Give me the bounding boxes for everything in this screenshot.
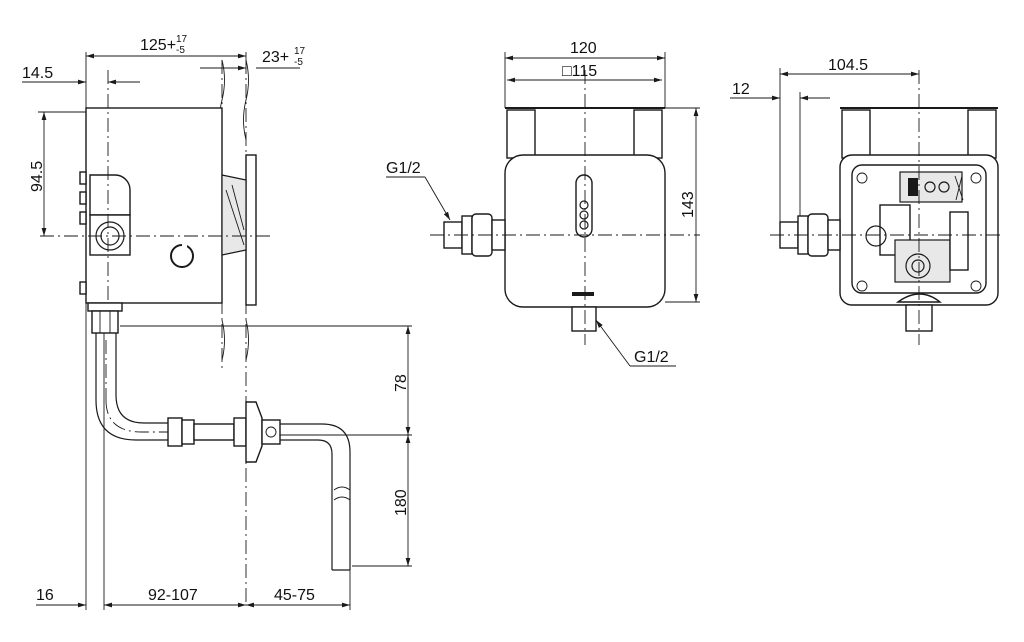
sensor-dot-3 — [579, 220, 589, 230]
rear-view: 104.5 12 — [730, 57, 1000, 345]
pipe-fitting-3 — [233, 417, 247, 447]
screw-hole — [970, 172, 982, 184]
trap-pipe-inner — [280, 439, 333, 570]
dim-top-width: 125+ — [140, 37, 176, 54]
pipe-fitting — [167, 417, 183, 447]
tab — [79, 281, 87, 295]
component-dial — [865, 225, 887, 247]
valve-housing — [89, 174, 131, 216]
flange-nut-circle — [265, 426, 277, 438]
wall-flange — [245, 401, 263, 463]
valve-circle-inner — [911, 259, 925, 273]
dim-pipe-78: 78 — [393, 374, 410, 392]
leader-outlet-arrow — [595, 319, 631, 367]
terminal — [908, 178, 918, 196]
sensor-dot-2 — [579, 210, 589, 220]
front-plate — [245, 154, 257, 306]
wall-break-3 — [221, 319, 225, 361]
outlet-nut — [91, 310, 119, 334]
dim-rear-width: 104.5 — [828, 57, 868, 74]
rear-frame-leg-right — [967, 109, 997, 159]
sensor-slot — [575, 174, 593, 238]
dim-front-width: 120 — [570, 40, 597, 57]
dim-height: 94.5 — [29, 161, 46, 192]
solenoid-valve — [894, 239, 951, 283]
pipe-center-bend — [105, 399, 180, 433]
screw-hole — [856, 172, 868, 184]
pipe-fitting-2 — [181, 419, 195, 445]
pipe-outer — [95, 333, 170, 441]
dim-front-height: 143 — [680, 191, 697, 218]
dim-top-wall: 23+ — [262, 49, 289, 66]
frame-leg-right — [633, 109, 663, 159]
sensor-gap — [182, 244, 187, 250]
thread-inlet-label: G1/2 — [386, 160, 421, 177]
front-view: 120 □115 143 G1/2 G1/2 — [386, 40, 700, 367]
component-right — [949, 211, 969, 271]
outlet-stub — [571, 306, 597, 332]
dim-front-square: □115 — [562, 63, 597, 80]
tab — [79, 211, 87, 225]
side-view: 125+ 17 -5 23+ 17 -5 14.5 94.5 78 180 16 — [22, 34, 412, 610]
screw-hole — [856, 280, 868, 292]
tab — [79, 171, 87, 185]
wall-break-4 — [245, 319, 249, 361]
dim-bottom-92-107: 92-107 — [148, 587, 198, 604]
tab — [79, 191, 87, 205]
pipe-break — [333, 486, 351, 501]
screw-hole — [970, 280, 982, 292]
outlet-nut-top — [87, 302, 123, 312]
dim-top-width-tol-upper: 17 — [176, 34, 188, 45]
dim-left-offset: 14.5 — [22, 65, 53, 82]
dim-top-wall-tol-upper: 17 — [294, 46, 306, 57]
bracket-line-2 — [231, 184, 245, 231]
indicator-bar — [572, 292, 594, 296]
dim-rear-offset: 12 — [732, 81, 750, 98]
dim-top-width-tol-lower: -5 — [176, 45, 185, 56]
terminal-wires — [954, 175, 964, 201]
frame-leg-left — [506, 109, 536, 159]
terminal-screw — [938, 181, 950, 193]
pipe-inner — [115, 333, 170, 424]
dim-bottom-45-75: 45-75 — [274, 587, 315, 604]
terminal-screw — [924, 181, 936, 193]
rear-frame-leg-left — [841, 109, 871, 159]
sensor-dot — [579, 200, 589, 210]
dim-top-wall-tol-lower: -5 — [294, 57, 303, 68]
flange-nut — [261, 419, 281, 445]
valve-circle — [905, 253, 931, 279]
trap-pipe-outer — [280, 423, 351, 570]
pipe-sleeve — [193, 423, 235, 441]
leader-inlet-arrow — [424, 176, 451, 221]
dim-pipe-180: 180 — [393, 489, 410, 516]
dim-bottom-16: 16 — [36, 587, 54, 604]
wall-break-2 — [243, 59, 249, 141]
thread-outlet-label: G1/2 — [634, 349, 669, 366]
